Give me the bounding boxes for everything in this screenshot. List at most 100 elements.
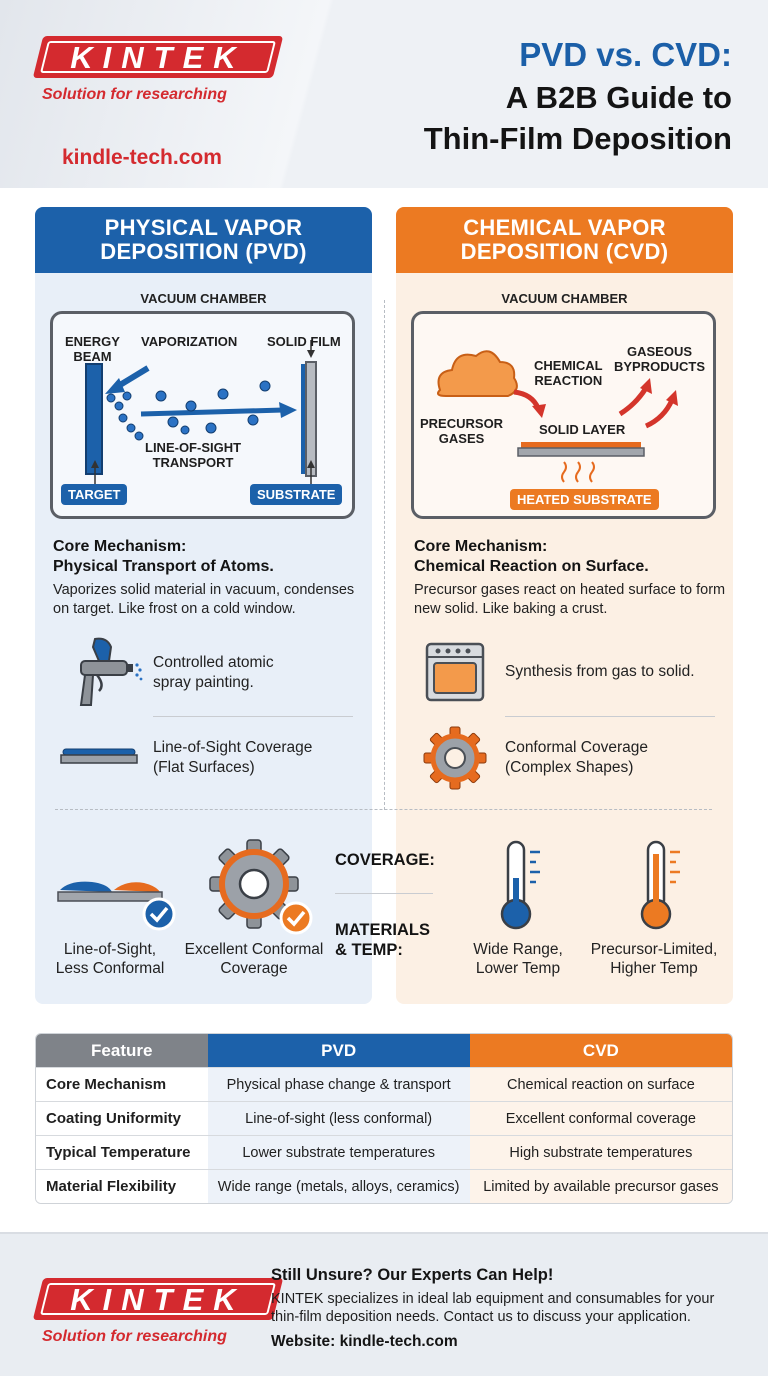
table-header-pvd: PVD: [207, 1034, 470, 1067]
line-of-sight-transport-label: LINE-OF-SIGHT TRANSPORT: [145, 440, 242, 470]
reaction-arrow: [513, 389, 541, 410]
table-row: Core Mechanism Physical phase change & t…: [36, 1067, 732, 1101]
logo-wordmark: KINTEK: [70, 40, 246, 75]
footer-kintek-logo[interactable]: KINTEK Solution for researching: [32, 1278, 288, 1350]
page-header: KINTEK Solution for researching kindle-t…: [0, 0, 768, 188]
table-row: Material Flexibility Wide range (metals,…: [36, 1169, 732, 1203]
footer-body: KINTEK specializes in ideal lab equipmen…: [271, 1291, 715, 1325]
pvd-mechanism-title: Core Mechanism: Physical Transport of At…: [53, 538, 274, 575]
vapor-atoms: [106, 380, 271, 441]
pvd-diagram-graphic: [85, 340, 317, 484]
solid-film-label: SOLID FILM: [267, 334, 341, 349]
energy-beam-arrowhead: [105, 378, 125, 394]
footer-title: Still Unsure? Our Experts Can Help!: [271, 1266, 554, 1284]
vaporization-label: VAPORIZATION: [141, 334, 238, 349]
cvd-mechanism-title: Core Mechanism: Chemical Reaction on Sur…: [414, 538, 649, 575]
table-cell-pvd: Lower substrate temperatures: [207, 1136, 470, 1169]
table-row: Coating Uniformity Line-of-sight (less c…: [36, 1101, 732, 1135]
gaseous-byproducts-label: GASEOUS BYPRODUCTS: [614, 344, 706, 374]
solid-layer-label: SOLID LAYER: [539, 422, 626, 437]
kintek-logo[interactable]: KINTEK Solution for researching: [32, 36, 288, 108]
table-cell-pvd: Wide range (metals, alloys, ceramics): [207, 1170, 470, 1203]
table-cell-feature: Core Mechanism: [36, 1068, 208, 1101]
logo-tagline: Solution for researching: [42, 86, 227, 103]
transport-arrow: [140, 407, 284, 417]
footer-logo-wordmark: KINTEK: [70, 1282, 246, 1317]
byproduct-arrow-2: [644, 398, 675, 429]
table-cell-feature: Coating Uniformity: [36, 1102, 208, 1135]
table-header-row: Feature PVD CVD: [36, 1034, 732, 1067]
cvd-diagram-graphic: [437, 350, 678, 483]
pvd-temp-caption: Wide Range, Lower Temp: [473, 941, 563, 977]
precursor-gases-label: PRECURSOR GASES: [420, 416, 504, 446]
page-title-line2: A B2B Guide to: [505, 80, 732, 115]
spray-gun-icon: [79, 637, 143, 706]
precursor-cloud-icon: [437, 350, 518, 397]
footer-website-link[interactable]: Website: kindle-tech.com: [271, 1333, 458, 1350]
solid-film-layer: [301, 364, 305, 474]
pvd-heading: PHYSICAL VAPOR DEPOSITION (PVD): [35, 207, 372, 273]
substrate-plate: [305, 361, 317, 477]
energy-beam-label: ENERGY BEAM: [65, 334, 120, 364]
line-of-sight-coverage-icon: [57, 881, 176, 931]
comparison-divider: [55, 809, 712, 810]
oven-icon: [425, 642, 485, 702]
cvd-temp-caption: Precursor-Limited, Higher Temp: [590, 941, 718, 977]
panel-divider: [384, 300, 385, 810]
pvd-feature-coverage: Line-of-Sight Coverage (Flat Surfaces): [153, 739, 313, 776]
heated-substrate-label: HEATED SUBSTRATE: [510, 489, 659, 510]
pvd-heading-line2: DEPOSITION (PVD): [100, 239, 307, 264]
table-cell-cvd: High substrate temperatures: [469, 1136, 732, 1169]
materials-temp-label: MATERIALS & TEMP:: [335, 921, 431, 959]
footer-logo-tagline: Solution for researching: [42, 1328, 227, 1345]
conformal-coverage-gear-icon: [209, 839, 313, 935]
pvd-panel: PHYSICAL VAPOR DEPOSITION (PVD) VACUUM C…: [35, 207, 372, 1004]
gear-icon: [423, 726, 487, 790]
transport-arrowhead: [279, 402, 297, 418]
header-website-link[interactable]: kindle-tech.com: [62, 146, 222, 169]
pvd-heading-line1: PHYSICAL VAPOR: [104, 215, 303, 240]
low-temp-thermometer-icon: [500, 840, 540, 930]
header-shade: [0, 0, 420, 188]
page-title-line1: PVD vs. CVD:: [519, 36, 732, 73]
pvd-chamber-label: VACUUM CHAMBER: [140, 291, 267, 306]
table-cell-pvd: Physical phase change & transport: [207, 1068, 470, 1101]
cvd-feature-synthesis: Synthesis from gas to solid.: [505, 663, 695, 680]
cvd-heading: CHEMICAL VAPOR DEPOSITION (CVD): [396, 207, 733, 273]
pvd-coverage-caption: Line-of-Sight, Less Conformal: [55, 941, 165, 977]
table-cell-feature: Typical Temperature: [36, 1136, 208, 1169]
cvd-heading-line2: DEPOSITION (CVD): [460, 239, 669, 264]
table-cell-cvd: Excellent conformal coverage: [469, 1102, 732, 1135]
table-cell-feature: Material Flexibility: [36, 1170, 208, 1203]
byproduct-arrow-1: [618, 386, 649, 417]
comparison-table: Feature PVD CVD Core Mechanism Physical …: [35, 1033, 733, 1204]
cvd-feature-coverage: Conformal Coverage (Complex Shapes): [505, 739, 649, 776]
cvd-heading-line1: CHEMICAL VAPOR: [463, 215, 666, 240]
page-footer: KINTEK Solution for researching: [0, 1232, 768, 1376]
cvd-feature-divider: [505, 716, 715, 717]
table-cell-cvd: Chemical reaction on surface: [469, 1068, 732, 1101]
cvd-coverage-caption: Excellent Conformal Coverage: [184, 941, 324, 977]
target-plate: [85, 363, 103, 475]
pvd-feature-divider: [153, 716, 353, 717]
table-row: Typical Temperature Lower substrate temp…: [36, 1135, 732, 1169]
cvd-vacuum-chamber-diagram: PRECURSOR GASES CHEMICAL REACTION GASEOU…: [411, 311, 716, 519]
high-temp-thermometer-icon: [640, 840, 680, 930]
table-header-feature: Feature: [36, 1034, 208, 1067]
substrate-bar: [517, 447, 645, 457]
pvd-mechanism-description: Vaporizes solid material in vacuum, cond…: [53, 582, 355, 617]
flat-plate-icon: [60, 748, 138, 764]
pvd-vacuum-chamber-diagram: ENERGY BEAM VAPORIZATION SOLID FILM LINE…: [50, 311, 355, 519]
cvd-mechanism-description: Precursor gases react on heated surface …: [414, 582, 726, 617]
solid-layer: [521, 442, 641, 448]
substrate-label: SUBSTRATE: [250, 484, 343, 505]
pvd-feature-spray: Controlled atomic spray painting.: [153, 654, 274, 691]
chemical-reaction-label: CHEMICAL REACTION: [534, 358, 603, 388]
table-cell-cvd: Limited by available precursor gases: [469, 1170, 732, 1203]
cvd-chamber-label: VACUUM CHAMBER: [501, 291, 628, 306]
heat-waves: [561, 461, 595, 483]
table-cell-pvd: Line-of-sight (less conformal): [207, 1102, 470, 1135]
page-title-line3: Thin-Film Deposition: [423, 121, 732, 156]
target-label: TARGET: [61, 484, 128, 505]
comparison-label-divider: [335, 893, 433, 894]
